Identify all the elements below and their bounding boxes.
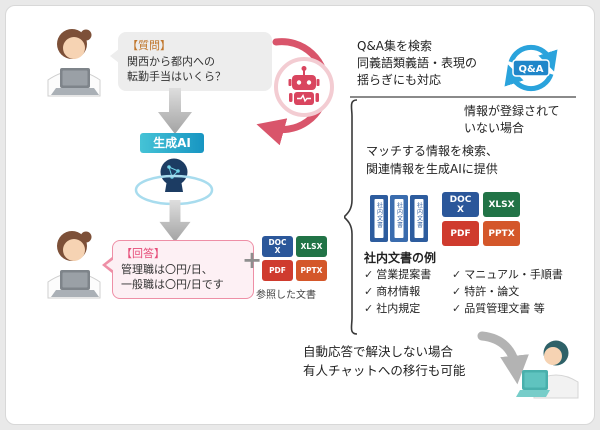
question-line2: 転勤手当はいくら？ bbox=[127, 70, 226, 83]
check-icon: ✓ bbox=[364, 285, 374, 298]
question-line1: 関西から都内への bbox=[127, 54, 215, 68]
match-text: マッチする情報を検索、 関連情報を生成AIに提供 bbox=[366, 144, 499, 176]
examples-title: 社内文書の例 bbox=[364, 251, 437, 265]
down-arrow-icon bbox=[158, 88, 192, 134]
down-arrow-icon bbox=[159, 200, 191, 242]
file-badge-pdf: PDF bbox=[442, 221, 479, 246]
answer-tag: 【回答】 bbox=[121, 247, 165, 260]
check-icon: ✓ bbox=[452, 302, 462, 315]
qa-sync-icon: Q&A bbox=[504, 44, 558, 92]
file-badge-xlsx: XLSX bbox=[296, 236, 327, 257]
ai-cloud-icon bbox=[134, 158, 214, 206]
answer-line1: 管理職は〇円/日、 bbox=[121, 262, 213, 276]
example-item: ✓品質管理文書 等 bbox=[452, 302, 545, 315]
user-icon bbox=[47, 29, 101, 97]
example-item: ✓商材情報 bbox=[364, 285, 421, 298]
loop-arrow-icon bbox=[256, 38, 334, 146]
answer-line2: 一般職は〇円/日です bbox=[121, 278, 224, 291]
user-icon bbox=[47, 231, 101, 299]
handoff-text: 自動応答で解決しない場合 有人チャットへの移行も可能 bbox=[303, 344, 466, 378]
example-item: ✓営業提案書 bbox=[364, 268, 432, 281]
handoff-arrow-icon bbox=[477, 331, 529, 385]
example-item: ✓マニュアル・手順書 bbox=[452, 268, 563, 281]
file-badge-pptx: PPTX bbox=[483, 221, 520, 246]
question-tag: 【質問】 bbox=[127, 39, 171, 52]
brace-icon bbox=[344, 99, 358, 335]
check-icon: ✓ bbox=[452, 285, 462, 298]
referenced-docs-label: 参照した文書 bbox=[256, 290, 316, 301]
not-registered-text: 情報が登録されて いない場合 bbox=[464, 104, 560, 135]
agent-icon bbox=[516, 340, 579, 399]
robot-icon bbox=[288, 66, 320, 105]
svg-text:社内文書: 社内文書 bbox=[396, 201, 403, 229]
qa-search-text: Q&A集を検索 同義語類義語・表現の 揺らぎにも対応 bbox=[357, 39, 478, 87]
question-bubble: 【質問】 関西から都内への 転勤手当はいくら？ bbox=[110, 32, 272, 91]
answer-bubble: 【回答】 管理職は〇円/日、 一般職は〇円/日です bbox=[102, 240, 254, 299]
genai-badge: 生成AI bbox=[140, 133, 204, 153]
example-item: ✓特許・論文 bbox=[452, 285, 520, 298]
section-divider bbox=[350, 96, 576, 98]
check-icon: ✓ bbox=[364, 302, 374, 315]
file-badge-xlsx: XLSX bbox=[483, 192, 520, 217]
svg-text:社内文書: 社内文書 bbox=[376, 201, 383, 229]
check-icon: ✓ bbox=[364, 268, 374, 281]
svg-text:社内文書: 社内文書 bbox=[416, 201, 423, 229]
plus-sign: + bbox=[242, 246, 263, 274]
file-badge-pptx: PPTX bbox=[296, 260, 327, 281]
example-item: ✓社内規定 bbox=[364, 302, 421, 315]
svg-text:Q&A: Q&A bbox=[519, 64, 544, 75]
books-icon: 社内文書 社内文書 社内文書 bbox=[370, 195, 428, 242]
check-icon: ✓ bbox=[452, 268, 462, 281]
file-badge-pdf: PDF bbox=[262, 260, 293, 281]
